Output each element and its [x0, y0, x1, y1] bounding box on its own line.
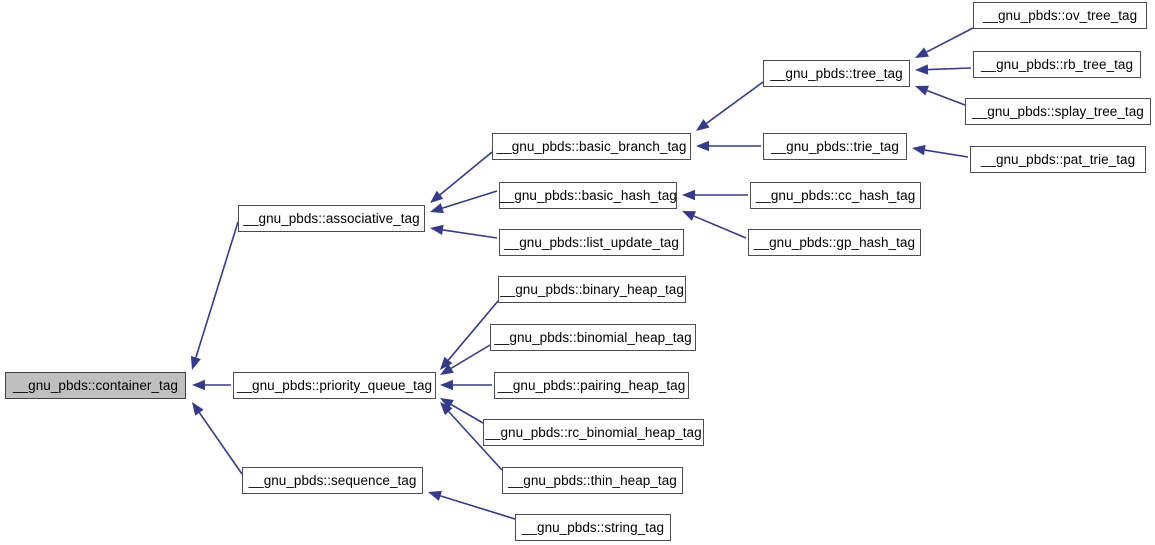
inheritance-edge	[915, 85, 966, 106]
class-node-label: __gnu_pbds::cc_hash_tag	[755, 187, 916, 203]
class-node-sequence_tag[interactable]: __gnu_pbds::sequence_tag	[242, 467, 423, 494]
inheritance-edge	[428, 490, 516, 520]
class-node-basic_hash_tag[interactable]: __gnu_pbds::basic_hash_tag	[499, 182, 677, 209]
edge-arrowhead-icon	[915, 85, 929, 96]
class-node-label: __gnu_pbds::pat_trie_tag	[980, 151, 1136, 167]
class-node-label: __gnu_pbds::priority_queue_tag	[236, 377, 433, 393]
edge-line	[195, 221, 239, 358]
inheritance-edge	[430, 190, 498, 214]
edge-line	[450, 403, 484, 424]
class-node-priority_queue_tag[interactable]: __gnu_pbds::priority_queue_tag	[233, 372, 436, 399]
class-node-label: __gnu_pbds::ov_tree_tag	[982, 7, 1138, 23]
edge-arrowhead-icon	[190, 356, 201, 370]
class-node-splay_tree_tag[interactable]: __gnu_pbds::splay_tree_tag	[965, 98, 1151, 125]
class-node-basic_branch_tag[interactable]: __gnu_pbds::basic_branch_tag	[492, 133, 691, 160]
edge-arrowhead-icon	[440, 379, 453, 391]
class-node-label: __gnu_pbds::list_update_tag	[504, 234, 679, 250]
class-node-ov_tree_tag[interactable]: __gnu_pbds::ov_tree_tag	[973, 2, 1147, 29]
inheritance-edge	[440, 398, 484, 424]
class-node-container_tag[interactable]: __gnu_pbds::container_tag	[5, 372, 186, 399]
inheritance-edge	[696, 81, 764, 131]
edge-arrowhead-icon	[915, 47, 929, 58]
class-node-cc_hash_tag[interactable]: __gnu_pbds::cc_hash_tag	[750, 182, 921, 209]
edge-line	[924, 149, 969, 158]
class-node-label: __gnu_pbds::splay_tree_tag	[972, 103, 1144, 119]
class-node-label: __gnu_pbds::basic_branch_tag	[496, 138, 687, 154]
edge-arrowhead-icon	[192, 379, 205, 391]
edge-arrowhead-icon	[682, 211, 696, 221]
inheritance-edge	[440, 344, 491, 375]
class-node-label: __gnu_pbds::trie_tag	[771, 138, 899, 154]
class-node-thin_heap_tag[interactable]: __gnu_pbds::thin_heap_tag	[502, 467, 683, 494]
class-node-label: __gnu_pbds::pairing_heap_tag	[497, 377, 686, 393]
class-node-label: __gnu_pbds::sequence_tag	[248, 472, 417, 488]
edge-arrowhead-icon	[430, 224, 444, 236]
class-node-label: __gnu_pbds::thin_heap_tag	[508, 472, 677, 488]
class-node-binomial_heap_tag[interactable]: __gnu_pbds::binomial_heap_tag	[490, 324, 696, 351]
edge-arrowhead-icon	[430, 190, 444, 203]
class-node-binary_heap_tag[interactable]: __gnu_pbds::binary_heap_tag	[498, 276, 686, 303]
class-node-rc_binomial_heap_tag[interactable]: __gnu_pbds::rc_binomial_heap_tag	[483, 419, 704, 446]
edge-arrowhead-icon	[915, 64, 929, 75]
class-node-label: __gnu_pbds::rb_tree_tag	[980, 56, 1134, 72]
edge-arrowhead-icon	[696, 119, 710, 131]
inheritance-edge	[190, 221, 239, 370]
class-node-label: __gnu_pbds::string_tag	[521, 519, 665, 535]
inheritance-edge	[696, 140, 761, 152]
edge-arrowhead-icon	[192, 402, 204, 416]
class-node-tree_tag[interactable]: __gnu_pbds::tree_tag	[763, 60, 910, 87]
class-node-associative_tag[interactable]: __gnu_pbds::associative_tag	[238, 205, 425, 232]
edge-line	[440, 495, 516, 520]
edge-arrowhead-icon	[696, 140, 709, 152]
edge-line	[693, 215, 747, 239]
inheritance-edge	[682, 211, 747, 239]
class-node-label: __gnu_pbds::binomial_heap_tag	[494, 329, 692, 345]
class-node-label: __gnu_pbds::associative_tag	[243, 210, 420, 226]
edge-arrowhead-icon	[912, 144, 926, 156]
class-node-label: __gnu_pbds::container_tag	[13, 377, 178, 393]
class-node-label: __gnu_pbds::rc_binomial_heap_tag	[485, 424, 702, 440]
edge-arrowhead-icon	[430, 203, 444, 214]
class-node-label: __gnu_pbds::binary_heap_tag	[500, 281, 684, 297]
edge-arrowhead-icon	[682, 189, 695, 201]
edge-line	[926, 89, 966, 106]
inheritance-edge	[912, 144, 969, 158]
edge-line	[927, 67, 972, 71]
edge-arrowhead-icon	[440, 402, 453, 416]
edge-line	[926, 27, 974, 53]
edge-arrowhead-icon	[440, 356, 453, 370]
inheritance-edge	[915, 27, 974, 58]
class-node-list_update_tag[interactable]: __gnu_pbds::list_update_tag	[499, 229, 684, 256]
inheritance-edge	[192, 402, 243, 475]
class-node-trie_tag[interactable]: __gnu_pbds::trie_tag	[763, 133, 907, 160]
class-node-string_tag[interactable]: __gnu_pbds::string_tag	[515, 514, 671, 541]
inheritance-edge	[192, 379, 231, 391]
class-node-pat_trie_tag[interactable]: __gnu_pbds::pat_trie_tag	[970, 146, 1146, 173]
class-node-label: __gnu_pbds::gp_hash_tag	[753, 234, 916, 250]
inheritance-edge	[430, 151, 493, 203]
inheritance-edge	[440, 379, 492, 391]
class-node-pairing_heap_tag[interactable]: __gnu_pbds::pairing_heap_tag	[494, 372, 689, 399]
edge-line	[442, 229, 498, 239]
edge-line	[706, 81, 764, 124]
class-node-rb_tree_tag[interactable]: __gnu_pbds::rb_tree_tag	[973, 51, 1141, 78]
edge-line	[442, 190, 498, 209]
edge-arrowhead-icon	[440, 363, 454, 375]
inheritance-edge	[682, 189, 748, 201]
class-node-label: __gnu_pbds::basic_hash_tag	[499, 187, 677, 203]
edge-arrowhead-icon	[428, 490, 442, 501]
class-node-label: __gnu_pbds::tree_tag	[770, 65, 903, 81]
edge-line	[450, 344, 491, 369]
inheritance-edge	[430, 224, 498, 239]
class-node-gp_hash_tag[interactable]: __gnu_pbds::gp_hash_tag	[748, 229, 921, 256]
inheritance-edge	[915, 64, 972, 75]
edge-line	[439, 151, 493, 196]
edge-arrowhead-icon	[440, 398, 454, 410]
edge-line	[198, 412, 243, 475]
